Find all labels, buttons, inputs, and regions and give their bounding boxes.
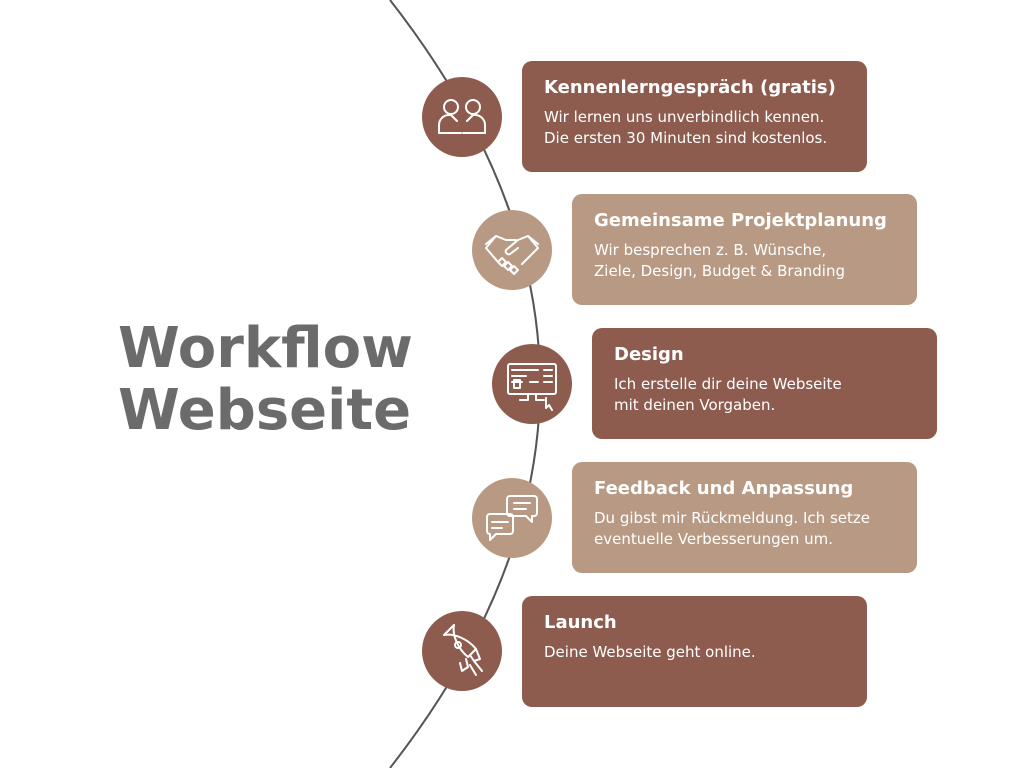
- step-3-heading: Design: [614, 344, 684, 365]
- step-card-5: Launch Deine Webseite geht online.: [522, 596, 867, 707]
- monitor-icon: [492, 344, 572, 424]
- chat-icon: [472, 478, 552, 558]
- title-line-1: Workflow: [118, 316, 413, 381]
- step-1-text: Wir lernen uns unverbindlich kennen.Die …: [544, 108, 828, 147]
- step-2-text: Wir besprechen z. B. Wünsche,Ziele, Desi…: [594, 241, 845, 280]
- step-5-text: Deine Webseite geht online.: [544, 643, 756, 661]
- rocket-icon: [422, 611, 502, 691]
- page-title: Workflow Webseite: [118, 318, 413, 442]
- step-4-heading: Feedback und Anpassung: [594, 478, 854, 499]
- step-card-2: Gemeinsame Projektplanung Wir besprechen…: [572, 194, 917, 305]
- step-5-heading: Launch: [544, 612, 617, 633]
- title-line-2: Webseite: [118, 378, 412, 443]
- handshake-icon: [472, 210, 552, 290]
- step-1-heading: Kennenlerngespräch (gratis): [544, 77, 836, 98]
- people-icon: [422, 77, 502, 157]
- step-card-4: Feedback und Anpassung Du gibst mir Rück…: [572, 462, 917, 573]
- step-card-1: Kennenlerngespräch (gratis) Wir lernen u…: [522, 61, 867, 172]
- step-2-heading: Gemeinsame Projektplanung: [594, 210, 887, 231]
